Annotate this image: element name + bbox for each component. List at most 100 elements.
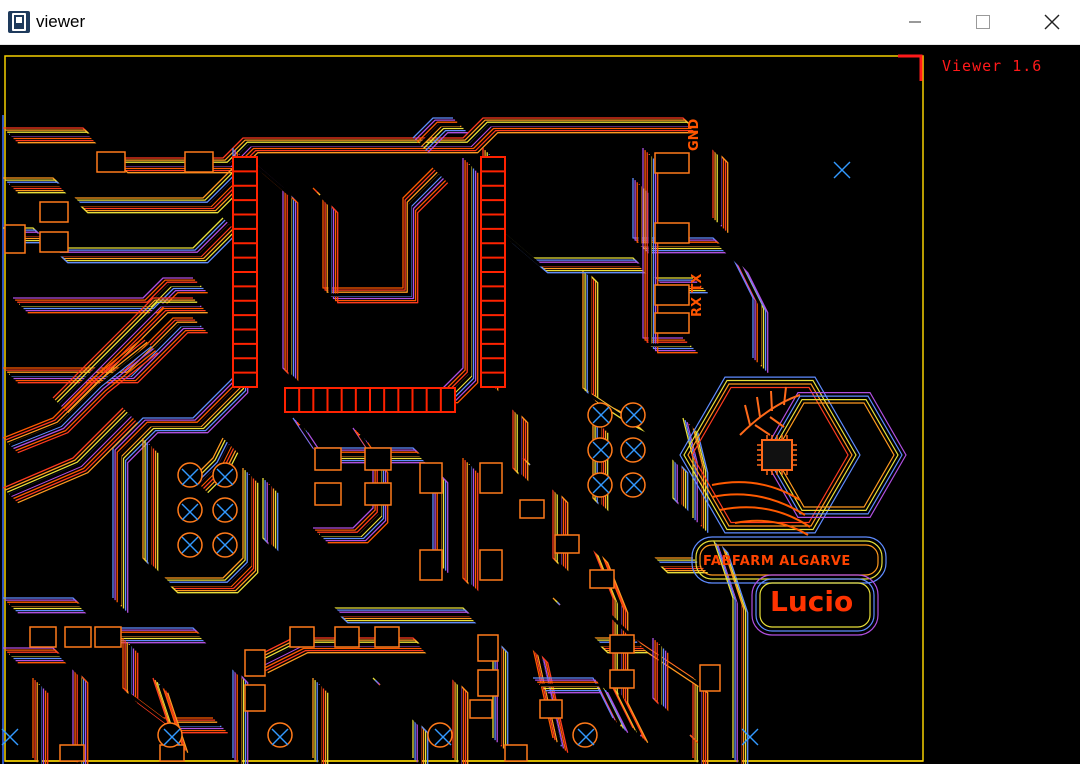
maximize-button[interactable] (960, 0, 1006, 44)
toolpath-contour (425, 129, 466, 152)
smd-pad (479, 549, 503, 581)
trace-core (10, 603, 242, 764)
smd-pad (469, 699, 493, 719)
toolpath-contour (261, 645, 463, 764)
toolpath-contour (54, 299, 196, 401)
toolpath-contour (602, 428, 704, 570)
toolpath-contour (253, 163, 470, 395)
toolpath-contour (638, 423, 740, 764)
logo-hexagon (683, 379, 857, 531)
toolpath-contour (17, 332, 208, 384)
trace-core (658, 645, 692, 737)
smd-pad (314, 482, 342, 506)
smd-pad (39, 201, 69, 223)
toolpath-contour (376, 681, 418, 763)
toolpath-contour (254, 639, 456, 761)
through-hole-pad (177, 462, 203, 488)
toolpath-contour (4, 409, 126, 491)
logo-hexagon (691, 386, 849, 524)
toolpath-contour (3, 597, 234, 758)
toolpath-contour (327, 182, 449, 304)
smd-pad (609, 669, 635, 689)
toolpath-contour (265, 649, 467, 764)
minimize-icon (909, 21, 921, 23)
processing-app-icon (8, 11, 30, 33)
smd-pad (364, 447, 392, 471)
smd-pad (244, 684, 266, 712)
smd-pad (654, 312, 690, 334)
toolpath-contour (545, 689, 627, 731)
smd-pad (419, 462, 443, 494)
smd-pad (374, 626, 400, 648)
toolpath-contour (5, 319, 196, 371)
smd-pad (419, 549, 443, 581)
toolpath-contour (499, 189, 636, 421)
minimize-button[interactable] (892, 0, 938, 44)
toolpath-contour (416, 121, 458, 143)
title-bar[interactable]: viewer (0, 0, 1080, 45)
smd-pad (96, 151, 126, 173)
toolpath-contour (146, 442, 248, 583)
toolpath-contour (412, 117, 453, 139)
logo-leaf (770, 390, 773, 412)
smd-pad (314, 447, 342, 471)
toolpath-contour (600, 426, 702, 568)
toolpath-contour (372, 677, 414, 758)
toolpath-contour (17, 422, 139, 504)
toolpath-contour (3, 647, 74, 758)
through-hole-pad (587, 472, 613, 498)
maximize-icon (976, 15, 990, 29)
pcb-toolpath-view[interactable] (0, 45, 1080, 764)
toolpath-contour (17, 352, 159, 454)
toolpath-contour (13, 607, 245, 764)
smd-pad (29, 626, 57, 648)
smd-pad (477, 634, 499, 662)
toolpath-contour (323, 178, 444, 300)
smd-pad (504, 744, 528, 762)
trace-core (638, 185, 762, 365)
logo-leaf (754, 424, 771, 436)
viewer-canvas[interactable]: Viewer 1.6 GND RX TX FABFARM ALGARVE Luc… (0, 45, 1080, 764)
corner-marker (898, 54, 923, 81)
pin-header (232, 156, 258, 388)
toolpath-contour (277, 492, 509, 753)
through-hole-pad (267, 722, 293, 748)
trace-core (638, 423, 742, 764)
toolpath-contour (15, 329, 206, 382)
toolpath-contour (3, 217, 224, 249)
logo-hexagon (687, 383, 853, 527)
close-button[interactable] (1029, 0, 1075, 44)
label-outline (751, 574, 879, 636)
toolpath-contour (252, 637, 454, 758)
toolpath-contour (263, 647, 465, 764)
toolpath-contour (5, 599, 236, 761)
toolpath-contour (501, 191, 638, 423)
fabfarm-logo (679, 376, 907, 636)
logo-hills (734, 519, 809, 536)
smd-pad (334, 626, 360, 648)
trace-core (58, 303, 200, 407)
toolpath-contour (533, 677, 614, 719)
toolpath-contour (4, 339, 146, 441)
smd-pad (654, 152, 690, 174)
trace-core (648, 155, 690, 347)
toolpath-contour (13, 277, 193, 299)
toolpath-contour (11, 125, 723, 227)
toolpath-contour (414, 119, 456, 141)
trace-core (418, 123, 460, 147)
toolpath-contour (15, 279, 196, 301)
logo-hills (711, 481, 801, 501)
trace-core (503, 193, 641, 427)
pcb-pads (4, 151, 721, 762)
smd-pad (244, 649, 266, 677)
toolpath-contour (256, 641, 458, 763)
toolpath-contour (157, 452, 259, 594)
logo-leaf (769, 416, 785, 428)
logo-leaf (739, 394, 801, 436)
lucio-label: Lucio (770, 585, 854, 618)
toolpath-contour (17, 281, 198, 303)
toolpath-contour (144, 440, 246, 581)
close-icon (1044, 14, 1060, 30)
toolpath-contour (11, 415, 132, 497)
toolpath-contour (2, 407, 124, 489)
